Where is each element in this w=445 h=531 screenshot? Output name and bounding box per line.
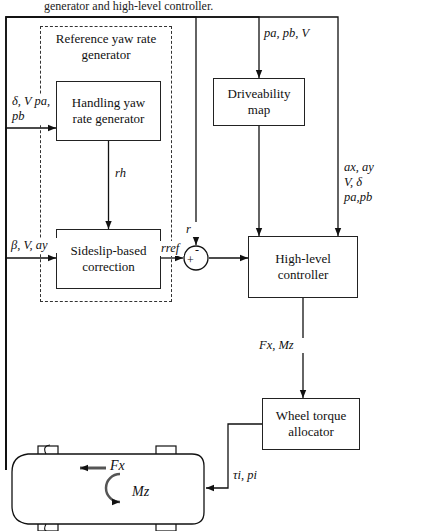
process-box: Sideslip-based correction (56, 229, 161, 289)
moment-label: Mz (132, 484, 149, 501)
signal-arrow (6, 258, 56, 470)
figure-caption: generator and high-level controller. (44, 0, 213, 14)
signal-arrow (6, 17, 196, 470)
group-title: Reference yaw rate generator (47, 31, 165, 62)
signal-arrow (108, 141, 109, 229)
signal-label: β, V, ay (10, 238, 58, 253)
signal-arrow (258, 126, 259, 236)
plus-sign: + (187, 253, 194, 267)
signal-label: pa, pb, V (263, 26, 335, 41)
process-box: Wheel torque allocator (262, 398, 360, 450)
box-label: Driveability map (218, 86, 300, 117)
box-label: Wheel torque allocator (267, 408, 355, 439)
signal-arrow (6, 128, 56, 470)
vehicle-illustration: FxMz (6, 444, 206, 531)
car-outline (6, 444, 206, 531)
minus-sign: - (195, 243, 199, 257)
process-box: High-level controller (248, 236, 358, 298)
signal-label: δ, V pa, pb (11, 94, 53, 124)
box-text: Driveability map (218, 86, 300, 117)
summing-junction: -+ (183, 245, 209, 271)
process-box: Driveability map (213, 78, 305, 126)
signal-label: r (185, 222, 199, 237)
signal-label: rref (160, 241, 184, 256)
box-text: Wheel torque allocator (267, 408, 355, 439)
signal-label: Fx, Mz (258, 338, 304, 353)
signal-arrow (161, 257, 183, 258)
box-text: High-level controller (253, 251, 353, 282)
process-box: Handling yaw rate generator (56, 81, 161, 141)
box-text: Sideslip-based correction (61, 243, 156, 274)
box-label: Handling yaw rate generator (61, 95, 156, 126)
force-label: Fx (110, 458, 125, 475)
signal-label: ax, ay V, δ pa,pb (343, 160, 385, 205)
box-text: Handling yaw rate generator (61, 95, 156, 126)
group-box: Reference yaw rate generatorHandling yaw… (40, 26, 172, 302)
box-label: Sideslip-based correction (61, 243, 156, 274)
signal-arrow (209, 257, 248, 258)
box-label: High-level controller (253, 251, 353, 282)
signal-label: τi, pi (232, 468, 278, 483)
signal-label: rh (114, 166, 146, 181)
